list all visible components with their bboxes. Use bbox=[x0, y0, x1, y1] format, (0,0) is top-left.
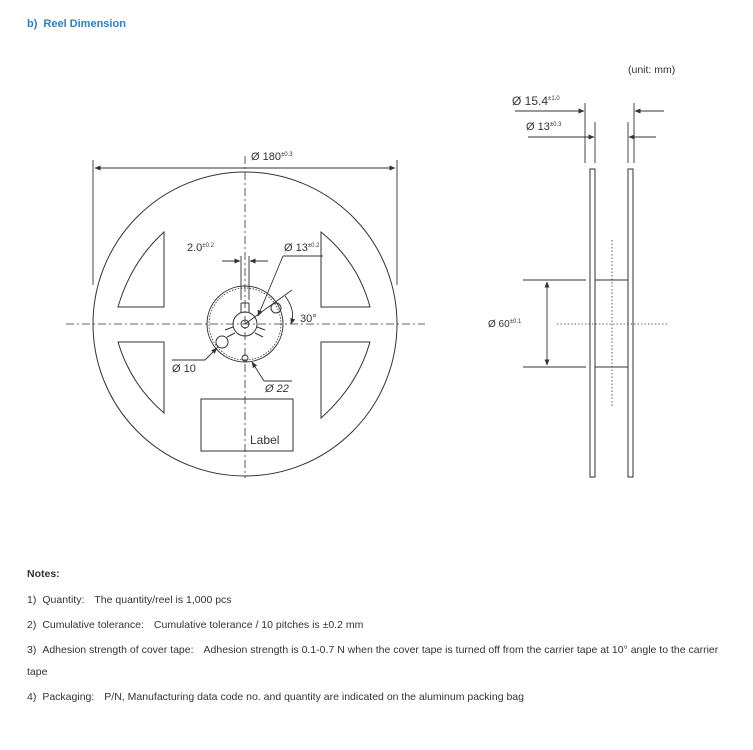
angle-label: 30° bbox=[300, 313, 317, 325]
window-lower-left bbox=[117, 341, 165, 415]
side-flange-left bbox=[589, 168, 596, 478]
reel-side-view bbox=[589, 168, 634, 478]
dim-slot-width bbox=[222, 256, 268, 300]
side-width-inner-label: Ø 13±0.3 bbox=[526, 121, 562, 133]
drive-hole-left bbox=[215, 335, 229, 349]
window-lower-right bbox=[320, 341, 371, 420]
unit-label: (unit: mm) bbox=[628, 64, 675, 76]
dim-side-extensions bbox=[584, 103, 635, 163]
window-upper-right bbox=[320, 230, 371, 308]
note-item-packaging: 4)Packaging:P/N, Manufacturing data code… bbox=[27, 691, 524, 703]
side-flange-right bbox=[627, 168, 634, 478]
dim-angle bbox=[244, 289, 296, 325]
slot-width-label: 2.0±0.2 bbox=[187, 242, 215, 254]
small-hole-label: Ø 10 bbox=[172, 363, 196, 375]
drive-hole-right bbox=[270, 302, 282, 314]
label-text: Label bbox=[250, 433, 279, 447]
outer-diameter-label: Ø 180±0.3 bbox=[251, 151, 293, 163]
spindle-slot-right bbox=[254, 326, 266, 338]
dim-spindle-hole bbox=[257, 255, 323, 317]
note-item-cumulative-tolerance: 2)Cumulative tolerance:Cumulative tolera… bbox=[27, 619, 364, 631]
spindle-hole-label: Ø 13±0.2 bbox=[284, 242, 320, 254]
note-item-adhesion-strength: 3)Adhesion strength of cover tape:Adhesi… bbox=[27, 644, 719, 678]
side-width-outer-label: Ø 15.4±1.0 bbox=[512, 94, 560, 108]
side-center-lines bbox=[557, 240, 668, 408]
hub-diameter-label: Ø 22 bbox=[264, 383, 289, 395]
hub-width-label: Ø 60±0.1 bbox=[488, 319, 522, 330]
notes-title: Notes: bbox=[27, 568, 60, 580]
section-number: b) bbox=[27, 18, 38, 30]
dim-hub-diameter bbox=[251, 361, 292, 382]
label-box bbox=[200, 398, 294, 452]
window-upper-left bbox=[117, 230, 165, 308]
dim-outer-diameter bbox=[92, 160, 398, 285]
notes-section: Notes: 1)Quantity:The quantity/reel is 1… bbox=[27, 568, 727, 711]
note-item-quantity: 1)Quantity:The quantity/reel is 1,000 pc… bbox=[27, 594, 232, 606]
section-heading: b) Reel Dimension bbox=[27, 18, 126, 30]
reel-dimension-drawing: Ø 180±0.3 2.0±0.2 Ø 13±0.2 30° Ø 10 Ø 22… bbox=[66, 64, 675, 478]
dim-small-hole bbox=[172, 347, 218, 361]
dim-hub-width bbox=[523, 279, 586, 368]
center-lines bbox=[66, 156, 425, 478]
section-title-text: Reel Dimension bbox=[43, 18, 126, 30]
spindle-slot-left bbox=[224, 326, 236, 338]
